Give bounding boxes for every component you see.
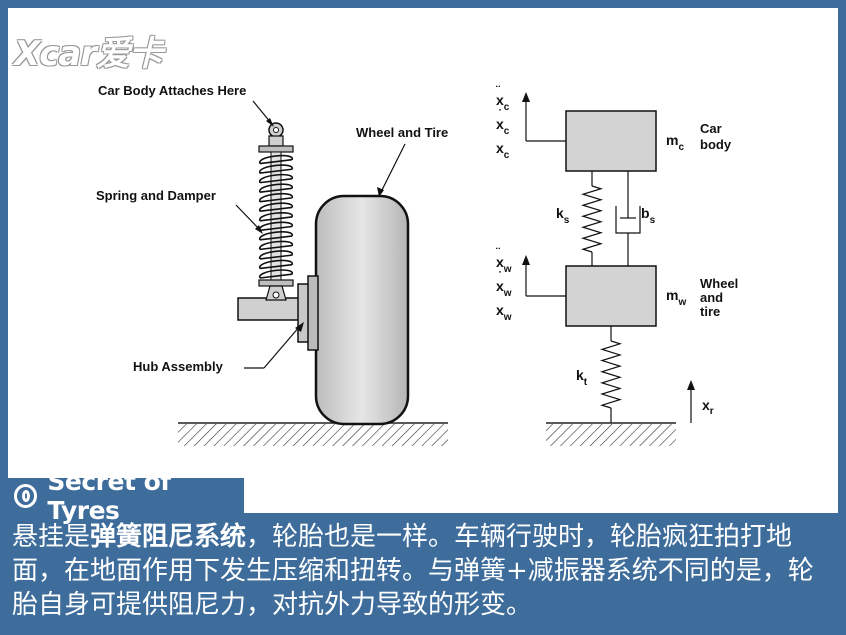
hub-assembly-label: Hub Assembly xyxy=(133,359,224,374)
wheel-label-1: Wheel xyxy=(700,276,738,291)
car-body-label-2: body xyxy=(700,137,732,152)
car-body-attach-label: Car Body Attaches Here xyxy=(98,83,246,98)
mw-symbol: mw xyxy=(666,287,686,308)
svg-text:¨: ¨ xyxy=(496,83,500,97)
caption-part-1: 悬挂是 xyxy=(12,522,91,552)
xr-arrow xyxy=(687,380,695,423)
svg-text:˙: ˙ xyxy=(498,269,502,283)
section-tag: Secret of Tyres xyxy=(8,467,244,525)
xc-dot-symbol: xc xyxy=(496,116,510,137)
caption-part-2: ，轮胎也是一样。车辆行驶时，轮胎疯狂拍打地面，在地面作用下发生压缩和扭转。与弹簧… xyxy=(12,522,814,620)
xw-arrow xyxy=(522,255,566,297)
spring-and-damper xyxy=(258,122,294,301)
wheel-label-2: and xyxy=(700,290,723,305)
xc-arrow xyxy=(522,92,566,142)
diagram-panel: Car Body Attaches Here Spring and Damper… xyxy=(8,8,838,513)
spring-kt xyxy=(599,326,623,423)
xc-ddot-symbol: xc xyxy=(496,92,510,113)
car-body-label-1: Car xyxy=(700,121,722,136)
left-ground xyxy=(178,422,448,446)
bs-symbol: bs xyxy=(641,205,656,226)
caption-bold: 弹簧阻尼系统 xyxy=(90,522,247,552)
wheel-mass xyxy=(565,265,657,327)
wheel-label-3: tire xyxy=(700,304,720,319)
spring-damper-label: Spring and Damper xyxy=(96,188,216,203)
right-ground xyxy=(546,422,676,446)
section-tag-text: Secret of Tyres xyxy=(47,467,171,525)
caption-text: 悬挂是弹簧阻尼系统，轮胎也是一样。车辆行驶时，轮胎疯狂拍打地面，在地面作用下发生… xyxy=(12,520,838,622)
svg-text:¨: ¨ xyxy=(496,245,500,259)
xw-dot-symbol: xw xyxy=(496,278,512,299)
wheel-tire-label: Wheel and Tire xyxy=(356,125,448,140)
xr-symbol: xr xyxy=(702,397,714,417)
ks-symbol: ks xyxy=(556,205,570,226)
tyre-icon xyxy=(14,484,38,508)
wheel-and-tire xyxy=(314,194,410,426)
suspension-diagram: Car Body Attaches Here Spring and Damper… xyxy=(96,83,738,446)
damper-bs xyxy=(615,171,641,266)
svg-text:˙: ˙ xyxy=(498,107,502,121)
mc-symbol: mc xyxy=(666,132,684,153)
xw-symbol: xw xyxy=(496,302,512,323)
kt-symbol: kt xyxy=(576,367,588,388)
xc-symbol: xc xyxy=(496,140,510,161)
car-body-mass xyxy=(565,110,657,172)
spring-ks xyxy=(580,171,604,266)
xcar-logo: Xcar爱卡 xyxy=(14,34,163,74)
xw-ddot-symbol: xw xyxy=(496,254,512,275)
